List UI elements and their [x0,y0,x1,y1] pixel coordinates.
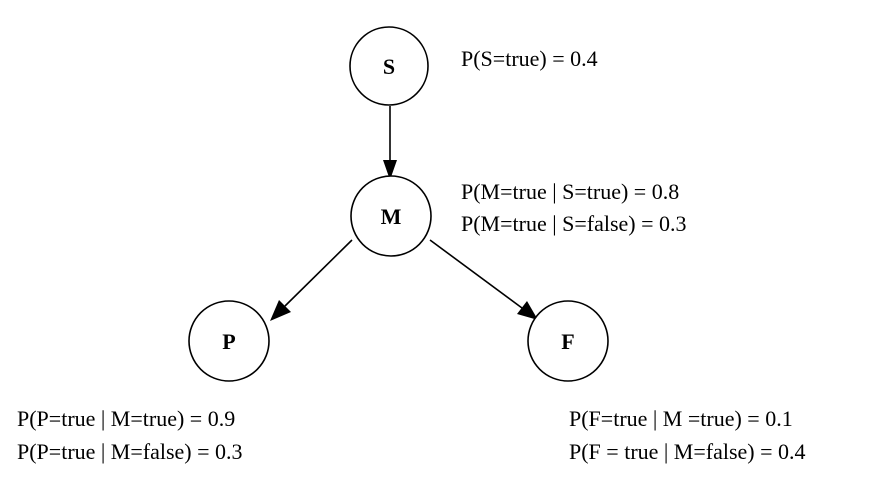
cpt-f: P(F=true | M =true) = 0.1 P(F = true | M… [569,406,806,464]
cpt-f-line-2: P(F = true | M=false) = 0.4 [569,439,806,464]
edges [270,106,538,321]
cpt-m: P(M=true | S=true) = 0.8 P(M=true | S=fa… [461,179,687,236]
cpt-p: P(P=true | M=true) = 0.9 P(P=true | M=fa… [17,406,243,464]
edge-m-to-f [429,239,523,309]
arrowhead-m-to-f [517,301,538,320]
cpt-s: P(S=true) = 0.4 [461,46,598,71]
cpt-m-line-1: P(M=true | S=true) = 0.8 [461,179,679,204]
cpt-s-line-1: P(S=true) = 0.4 [461,46,598,71]
cpt-p-line-1: P(P=true | M=true) = 0.9 [17,406,235,431]
node-p-circle [188,300,270,382]
cpt-p-line-2: P(P=true | M=false) = 0.3 [17,439,243,464]
node-s-label: S [383,54,395,79]
node-s-circle [349,26,429,106]
arrowhead-m-to-p [270,300,291,321]
node-m-label: M [381,204,402,229]
node-p: P [188,300,270,382]
node-m: M [350,175,432,257]
edge-m-to-p [284,239,353,307]
node-f-circle [527,300,609,382]
cpt-f-line-1: P(F=true | M =true) = 0.1 [569,406,793,431]
node-f: F [527,300,609,382]
node-p-label: P [222,329,235,354]
node-f-label: F [561,329,574,354]
node-m-circle [350,175,432,257]
cpt-m-line-2: P(M=true | S=false) = 0.3 [461,211,687,236]
arrowhead-s-to-m [383,160,397,180]
node-s: S [349,26,429,106]
